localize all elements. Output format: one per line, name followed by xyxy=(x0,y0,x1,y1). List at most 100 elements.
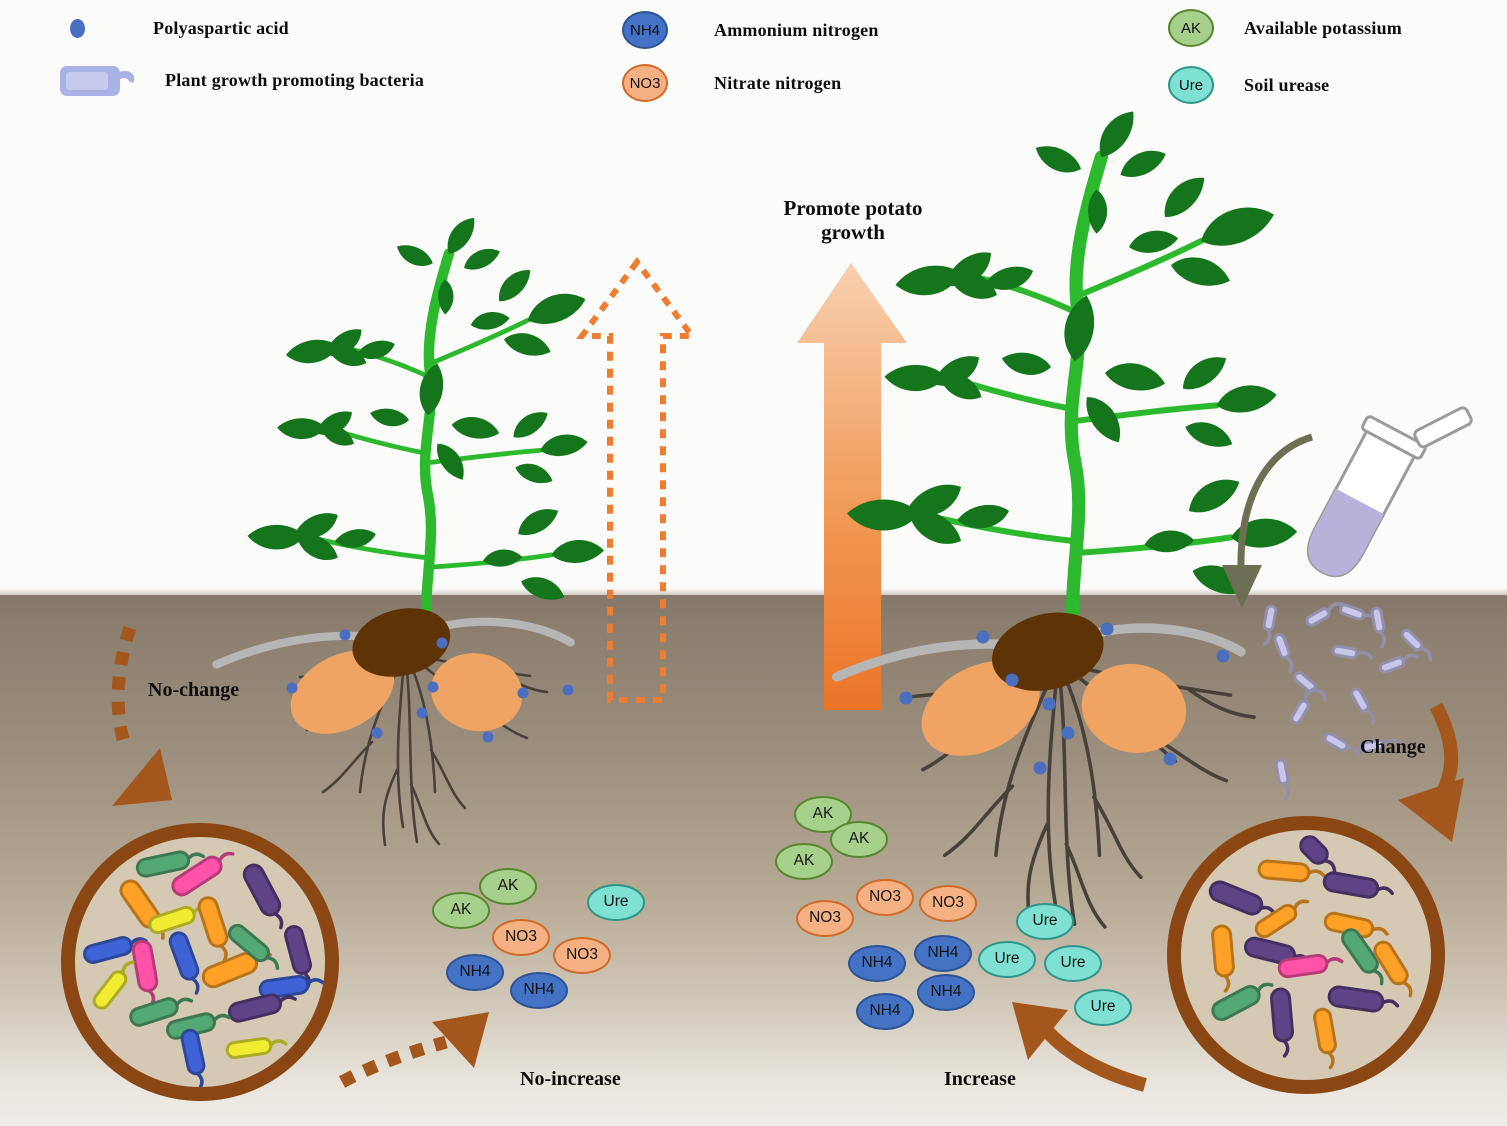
bacterium xyxy=(1323,732,1361,759)
molecule-nh4: NH4 xyxy=(510,971,568,1009)
released-bacteria-group xyxy=(1262,602,1433,801)
polyaspartic-acid-dot xyxy=(1100,622,1114,636)
molecule-ure: Ure xyxy=(1044,944,1102,982)
polyaspartic-acid-icon xyxy=(70,19,85,38)
molecule-nh4: NH4 xyxy=(914,934,972,972)
bacterium xyxy=(1400,628,1433,662)
polyaspartic-acid-dot xyxy=(1163,752,1177,766)
molecule-ure: Ure xyxy=(978,940,1036,978)
left-potato-plant xyxy=(216,212,604,847)
bacterium xyxy=(1211,982,1274,1022)
bacterium xyxy=(1378,653,1420,674)
bacterium xyxy=(1373,940,1413,998)
polyaspartic-acid-dot xyxy=(976,630,990,644)
bacterium xyxy=(131,939,159,1008)
pour-arrow xyxy=(1222,433,1314,608)
bacterium xyxy=(1274,758,1290,801)
polyaspartic-acid-dot xyxy=(1042,697,1056,711)
bacterium xyxy=(1341,928,1384,986)
bacterium xyxy=(1277,953,1344,979)
legend-item-ure: Ure Soil urease xyxy=(1168,66,1329,104)
legend-label: Ammonium nitrogen xyxy=(714,19,879,40)
legend-item-nh4: NH4 Ammonium nitrogen xyxy=(622,11,879,49)
legend-label: Polyaspartic acid xyxy=(153,18,289,38)
polyaspartic-acid-dot xyxy=(562,684,574,696)
increase-arrow xyxy=(1012,1002,1147,1092)
bacterium xyxy=(1299,835,1337,874)
polyaspartic-acid-dot xyxy=(339,629,351,641)
polyaspartic-acid-dot xyxy=(517,687,529,699)
polyaspartic-acid-dot xyxy=(1033,761,1047,775)
bacterium xyxy=(1293,671,1327,702)
molecule-nh4: NH4 xyxy=(446,953,504,991)
molecule-nh4: NH4 xyxy=(917,973,975,1011)
bacterium xyxy=(1257,859,1326,883)
molecule-ak: AK xyxy=(830,820,888,858)
bacterium xyxy=(171,851,235,897)
bacterium xyxy=(1305,602,1344,627)
bacterium xyxy=(1211,924,1235,993)
legend-item-polyaspartic: Polyaspartic acid xyxy=(70,18,289,39)
polyaspartic-dots-left xyxy=(286,629,574,743)
polyaspartic-acid-dot xyxy=(427,681,439,693)
molecule-no3: NO3 xyxy=(796,899,854,937)
bacterium xyxy=(1313,1007,1337,1070)
increase-label: Increase xyxy=(944,1068,1016,1090)
bacterium xyxy=(1327,985,1400,1013)
legend-label: Plant growth promoting bacteria xyxy=(165,69,425,90)
microcentrifuge-tube xyxy=(1306,406,1473,578)
polyaspartic-dots-right xyxy=(899,622,1230,775)
molecule-ak: AK xyxy=(479,867,537,905)
legend-label: Soil urease xyxy=(1244,74,1330,95)
no-change-arrow xyxy=(111,625,172,806)
no-promotion-arrow xyxy=(576,256,698,703)
molecule-ure: Ure xyxy=(1074,988,1132,1026)
polyaspartic-acid-dot xyxy=(1061,726,1075,740)
left-bacteria-circle xyxy=(61,823,339,1101)
bacterium xyxy=(180,1028,206,1087)
bacterium xyxy=(258,974,325,1000)
bacterium xyxy=(1350,687,1375,726)
polyaspartic-acid-dot xyxy=(416,707,428,719)
molecule-ak: AK xyxy=(432,891,490,929)
promote-growth-label: Promote potato growth xyxy=(783,196,923,245)
bacterium xyxy=(1358,738,1401,754)
nh4-icon: NH4 xyxy=(622,11,668,49)
right-bacteria-circle xyxy=(1167,816,1445,1094)
polyaspartic-acid-dot xyxy=(1216,649,1230,663)
right-potato-plant xyxy=(837,105,1297,931)
molecule-no3: NO3 xyxy=(919,884,977,922)
bacterium xyxy=(1322,871,1394,899)
legend-label: Nitrate nitrogen xyxy=(714,72,842,93)
bacterium xyxy=(242,863,284,930)
soil-surface-line xyxy=(0,588,1507,595)
bacterium xyxy=(197,896,229,963)
polyaspartic-acid-dot xyxy=(899,691,913,705)
no-increase-label: No-increase xyxy=(520,1068,621,1090)
ak-icon: AK xyxy=(1168,9,1214,47)
polyaspartic-acid-dot xyxy=(286,682,298,694)
bacterium xyxy=(1262,604,1278,647)
bacterium xyxy=(1370,606,1386,649)
no-change-label: No-change xyxy=(148,679,240,701)
change-label: Change xyxy=(1360,736,1426,758)
bacterium xyxy=(129,997,194,1027)
bacterium xyxy=(228,993,297,1023)
legend-item-ak: AK Available potassium xyxy=(1168,9,1402,47)
bacterium xyxy=(1273,632,1294,674)
bacterium xyxy=(119,879,165,940)
bacterium xyxy=(225,1036,288,1060)
bacterium xyxy=(168,931,200,995)
change-arrow xyxy=(1398,702,1464,842)
promote-growth-arrow xyxy=(797,263,907,710)
ure-icon: Ure xyxy=(1168,66,1214,104)
bacterium xyxy=(1290,687,1317,725)
molecule-ure: Ure xyxy=(587,883,645,921)
no3-icon: NO3 xyxy=(622,64,668,102)
polyaspartic-acid-dot xyxy=(371,727,383,739)
legend-label: Available potassium xyxy=(1244,17,1402,38)
bacterium xyxy=(1331,644,1374,660)
legend-item-no3: NO3 Nitrate nitrogen xyxy=(622,64,841,102)
